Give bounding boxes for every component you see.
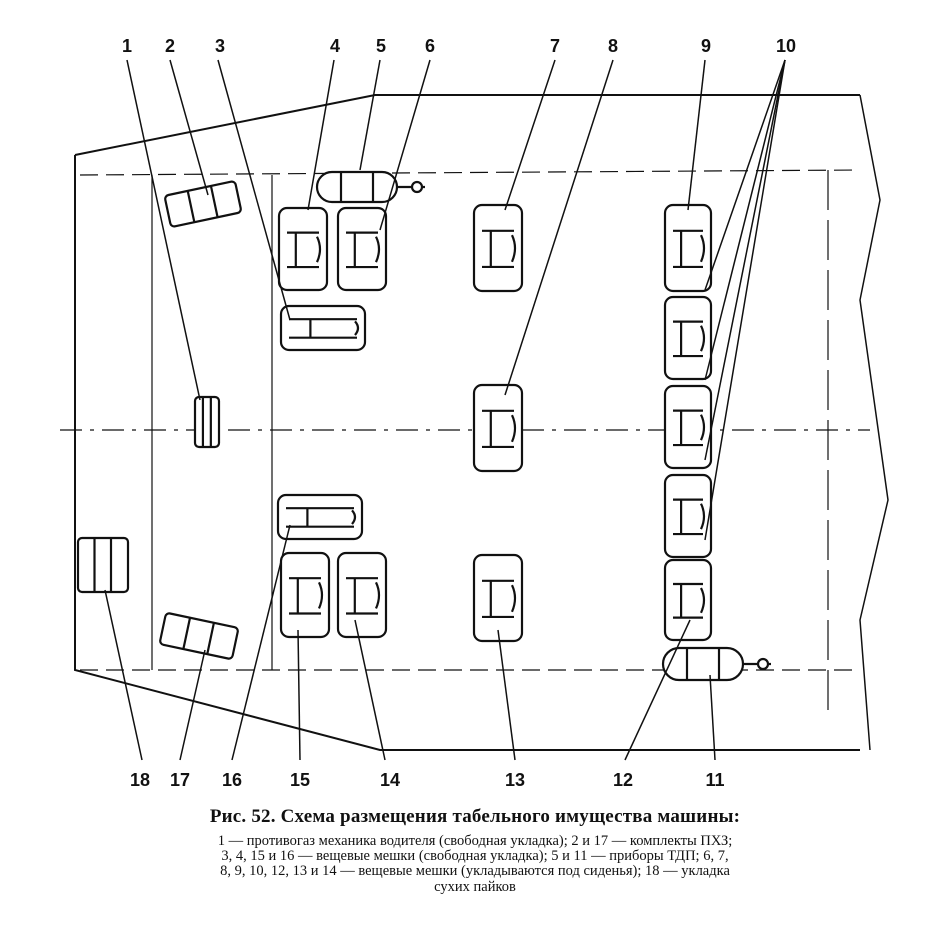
figure-caption: Рис. 52. Схема размещения табельного иму…	[50, 806, 900, 895]
bag-seat-13	[472, 553, 524, 643]
caption-title: Рис. 52. Схема размещения табельного иму…	[209, 806, 741, 827]
bag-seat-10c	[663, 473, 713, 559]
tdp-device-5	[315, 170, 425, 204]
bag-seat-8	[472, 383, 524, 473]
bag-seat-4	[277, 206, 329, 292]
callout-number: 14	[380, 770, 400, 790]
callout-number: 16	[222, 770, 242, 790]
bag-seat-9	[663, 203, 713, 293]
callout-number: 12	[613, 770, 633, 790]
leader-lines	[104, 59, 786, 761]
hull-outline	[74, 94, 860, 751]
callout-number: 4	[330, 36, 340, 56]
bag-seat-10b	[663, 384, 713, 470]
bag-free-15	[279, 551, 331, 639]
pkhz-kit-17	[159, 612, 239, 660]
bag-seat-7	[472, 203, 524, 293]
caption-line: сухих пайков	[434, 878, 516, 895]
callout-number: 18	[130, 770, 150, 790]
callout-number: 3	[215, 36, 225, 56]
tdp-device-11	[661, 646, 771, 682]
callout-number: 10	[776, 36, 796, 56]
callout-number: 17	[170, 770, 190, 790]
caption-line: 3, 4, 15 и 16 — вещевые мешки (свободная…	[221, 848, 729, 865]
pkhz-kit-2	[164, 180, 242, 228]
upper-dashed-line	[79, 169, 861, 176]
dry-rations-18	[76, 536, 130, 594]
caption-legend: 1 — противогаз механика водителя (свобод…	[50, 833, 900, 895]
caption-line: 8, 9, 10, 12, 13 и 14 — вещевые мешки (у…	[220, 863, 730, 880]
callout-number: 1	[122, 36, 132, 56]
callout-number: 7	[550, 36, 560, 56]
gas-mask-1	[193, 395, 221, 449]
bag-seat-12	[663, 558, 713, 642]
callout-number: 11	[705, 770, 724, 790]
bag-free-3	[279, 304, 367, 352]
callout-number: 13	[505, 770, 525, 790]
callout-number: 5	[376, 36, 386, 56]
callout-number: 15	[290, 770, 310, 790]
bag-free-16	[276, 493, 364, 541]
caption-line: 1 — противогаз механика водителя (свобод…	[217, 833, 733, 849]
bag-seat-14	[336, 551, 388, 639]
callout-number: 9	[701, 36, 711, 56]
callout-number: 2	[165, 36, 175, 56]
callout-number: 8	[608, 36, 618, 56]
bag-seat-10a	[663, 295, 713, 381]
callout-number: 6	[425, 36, 435, 56]
hull-right-edge	[859, 94, 889, 751]
bag-seat-6	[336, 206, 388, 292]
